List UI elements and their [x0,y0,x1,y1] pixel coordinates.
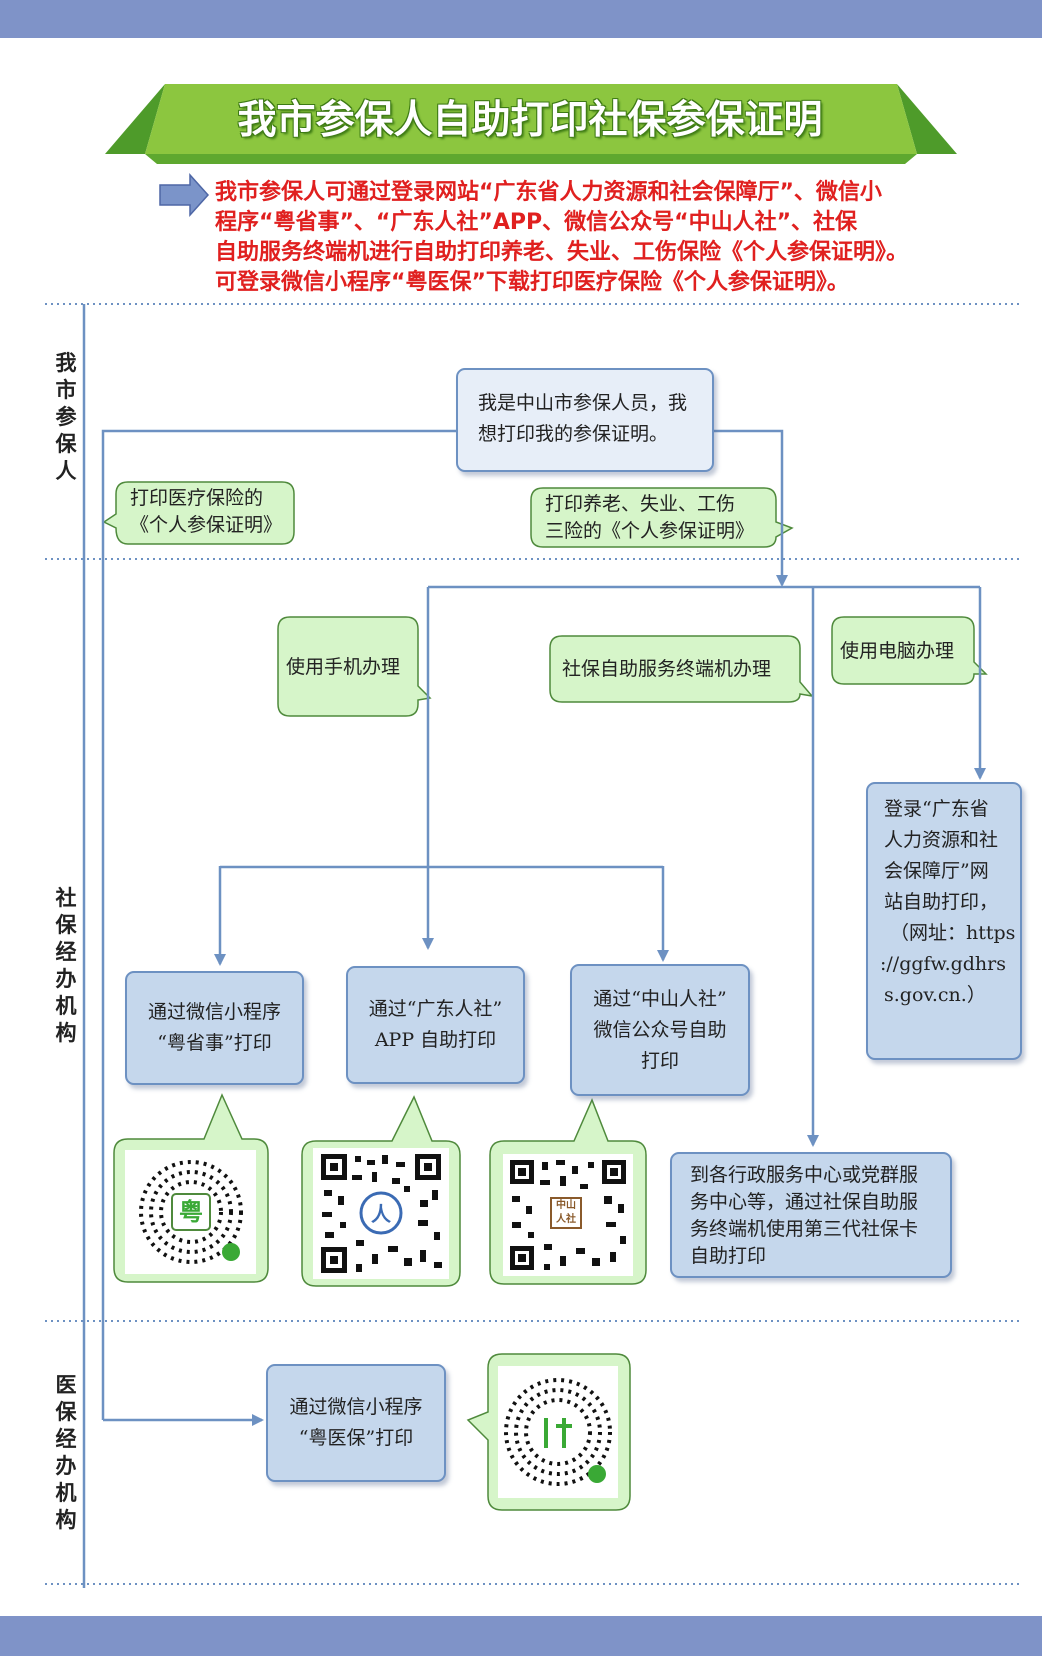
callout-computer: 使用电脑办理 [840,640,955,662]
title-banner [105,84,957,164]
start-line: 想打印我的参保证明。 [478,423,669,445]
box-website-line: （网址：https [890,922,1016,944]
flow-line-medical [101,429,458,1420]
callout-pension-line: 三险的《个人参保证明》 [545,520,755,542]
qr-code-yueyibao [498,1366,618,1498]
callout-pension-line: 打印养老、失业、工伤 [545,493,736,515]
lane-separators [45,303,1020,1585]
box-website-line: s.gov.cn.） [884,984,986,1006]
callout-pension: 打印养老、失业、工伤 三险的《个人参保证明》 [545,491,754,545]
box-zsrs-line: 通过“中山人社” [593,987,727,1010]
box-gdrs-app-line: APP 自助打印 [374,1029,497,1051]
lane-char: 人 [55,459,77,483]
bottom-band [0,1616,1042,1656]
callout-medical-shape [102,481,295,545]
lane-char: 参 [55,405,77,429]
box-gdrs-app-line: 通过“广东人社” [368,998,503,1020]
qr-logo-zsrs-line: 人社 [556,1214,576,1225]
qr-logo-yueshengshi: 粤 [179,1197,203,1226]
box-zsrs: 通过“中山人社” 微信公众号自助 打印 [570,964,750,1096]
callout-mobile: 使用手机办理 [286,656,401,678]
lane-label-social-security: 社 保 经 办 机 构 [50,885,82,1047]
box-yueyibao-line: 通过微信小程序 [289,1396,423,1418]
lane-char: 构 [55,1508,77,1532]
flow-line-pension [712,429,788,587]
lane-char: 保 [55,913,77,937]
box-service-center-line: 到各行政服务中心或党群服 [690,1164,919,1186]
box-website: 登录“广东省 人力资源和社 会保障厅”网 站自助打印， （网址：https :/… [866,782,1022,1060]
box-yueshengshi-line: “粤省事”打印 [157,1032,272,1054]
box-website-line: 人力资源和社 [884,829,999,851]
lane-char: 办 [55,1454,77,1478]
lane-label-medical-insurance: 医 保 经 办 机 构 [50,1372,82,1534]
intro-text: 我市参保人可通过登录网站“广东省人力资源和社会保障厅”、微信小 程序“粤省事”、… [215,178,975,298]
callout-mobile-shape [277,616,432,717]
callout-medical-line: 打印医疗保险的 [130,487,264,509]
box-website-line: 登录“广东省 [884,798,989,820]
intro-line: 程序“粤省事”、“广东人社”APP、微信公众号“中山人社”、社保 [215,210,858,235]
box-yueyibao-line: “粤医保”打印 [298,1427,414,1449]
box-service-center: 到各行政服务中心或党群服 务中心等，通过社保自助服 务终端机使用第三代社保卡 自… [670,1152,952,1278]
start-box: 我是中山市参保人员，我 想打印我的参保证明。 [456,368,714,472]
qr-code-zsrs [503,1154,633,1276]
box-yueshengshi: 通过微信小程序 “粤省事”打印 [125,971,304,1085]
lane-char: 机 [55,994,77,1018]
qr-logo-zsrs-line: 中山 [556,1200,576,1211]
box-zsrs-line: 微信公众号自助 [593,1018,727,1041]
qr-code-gdrs [313,1148,449,1279]
lane-char: 经 [55,1427,77,1451]
callout-pension-shape [530,487,794,548]
start-line: 我是中山市参保人员，我 [478,392,688,414]
box-yueshengshi-line: 通过微信小程序 [147,1001,281,1023]
box-zsrs-line: 打印 [640,1049,679,1072]
lane-char: 市 [55,378,77,402]
lane-char: 社 [55,886,77,910]
intro-line: 自助服务终端机进行自助打印养老、失业、工伤保险《个人参保证明》。 [215,240,909,265]
lane-label-insured: 我 市 参 保 人 [50,350,82,485]
box-website-line: ://ggfw.gdhrs [880,953,1007,975]
callout-medical-line: 《个人参保证明》 [130,514,283,536]
lane-char: 我 [55,351,77,375]
callout-medical: 打印医疗保险的 《个人参保证明》 [130,485,282,539]
lane-char: 保 [55,432,77,456]
qr-code-yueshengshi [125,1150,256,1274]
box-service-center-line: 务中心等，通过社保自助服 [690,1191,919,1213]
lane-char: 办 [55,967,77,991]
intro-line: 可登录微信小程序“粤医保”下载打印医疗保险《个人参保证明》。 [215,270,849,295]
lane-char: 保 [55,1400,77,1424]
callout-terminal-shape [549,635,814,703]
box-service-center-line: 务终端机使用第三代社保卡 [690,1218,919,1240]
top-band [0,0,1042,38]
lane-char: 构 [55,1021,77,1045]
qr-logo-gdrs: 人 [371,1202,391,1226]
callout-computer-shape [831,616,988,685]
box-website-line: 会保障厅”网 [884,860,989,882]
lane-char: 机 [55,1481,77,1505]
page-title: 我市参保人自助打印社保参保证明 [237,98,823,143]
lane-char: 医 [55,1373,77,1397]
callout-terminal: 社保自助服务终端机办理 [562,658,772,680]
box-yueyibao: 通过微信小程序 “粤医保”打印 [266,1364,446,1482]
intro-line: 我市参保人可通过登录网站“广东省人力资源和社会保障厅”、微信小 [215,180,882,205]
box-gdrs-app: 通过“广东人社” APP 自助打印 [346,966,525,1084]
box-service-center-line: 自助打印 [690,1245,767,1267]
lane-char: 经 [55,940,77,964]
box-website-line: 站自助打印， [884,891,999,913]
qr-logo-zsrs: 中山 人社 [551,1199,581,1227]
